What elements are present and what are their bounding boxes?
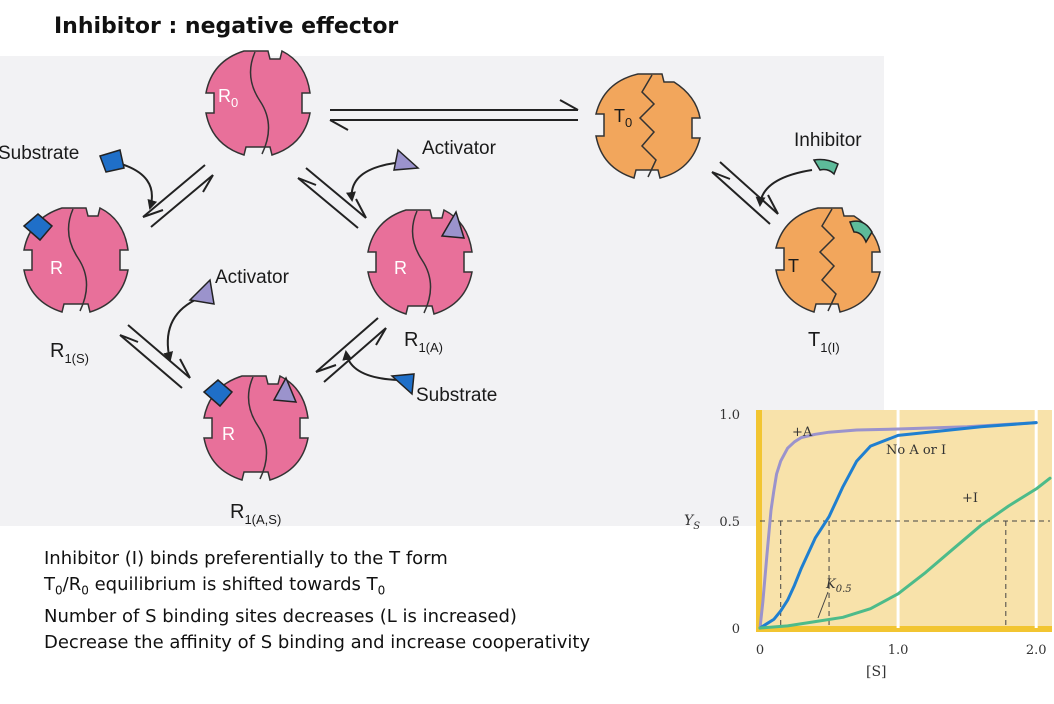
x-axis-label: [S] <box>866 664 887 680</box>
bound-activator-icon <box>272 376 298 403</box>
bullet-item: Number of S binding sites decreases (L i… <box>44 605 517 627</box>
substrate-binding-arrow-1 <box>117 162 158 210</box>
bullet-item: T0/R0 equilibrium is shifted towards T0 <box>44 574 386 598</box>
x-axis-bar <box>756 626 1052 632</box>
equilibrium-r1a-r1as <box>315 317 387 383</box>
label-r1as: R1(A,S) <box>230 501 281 527</box>
svg-text:R: R <box>394 258 407 278</box>
equilibrium-r0-r1s <box>142 164 214 228</box>
y-tick-label-0: 0 <box>732 622 740 637</box>
x-tick-label-2: 2.0 <box>1026 643 1047 658</box>
free-substrate-icon-2 <box>390 373 415 396</box>
free-activator-icon-1 <box>393 148 420 171</box>
molecule-t0: T0 <box>595 73 701 179</box>
svg-text:R0: R0 <box>218 86 238 110</box>
molecule-t1i: T <box>775 207 881 313</box>
series-line-0 <box>758 421 1038 630</box>
series-label-plus-i: +I <box>962 491 978 506</box>
equilibrium-r0-t0 <box>329 99 579 131</box>
y-tick-label-2: 1.0 <box>719 408 740 423</box>
free-activator-icon-2 <box>188 278 215 305</box>
bullet-item: Inhibitor (I) binds preferentially to th… <box>44 548 448 569</box>
inhibitor-label: Inhibitor <box>794 130 862 151</box>
x-tick-label-0: 0 <box>756 643 764 658</box>
series-line-1 <box>758 421 1038 630</box>
svg-text:R: R <box>222 424 235 444</box>
x-tick-label-1: 1.0 <box>888 643 909 658</box>
bound-substrate-icon <box>22 213 54 242</box>
k05-pointer <box>817 591 829 619</box>
bound-inhibitor-icon <box>848 220 873 244</box>
substrate-label-1: Substrate <box>0 143 79 164</box>
bullet-list: Inhibitor (I) binds preferentially to th… <box>44 546 590 656</box>
molecule-r1a: R <box>367 208 473 315</box>
svg-text:T: T <box>788 256 799 276</box>
svg-text:R: R <box>50 258 63 278</box>
free-inhibitor-icon <box>812 158 839 176</box>
substrate-label-2: Substrate <box>416 385 497 406</box>
k05-label: K0.5 <box>825 577 852 595</box>
saturation-chart: 0 1.0 2.0 0 0.5 1.0 YS [S] +A No A or I +I K0… <box>684 408 1052 680</box>
molecule-r1as: R <box>202 374 309 481</box>
grid-lines <box>896 410 1038 628</box>
activator-label-1: Activator <box>422 138 497 159</box>
series-line-2 <box>758 476 1052 630</box>
bullet-item: Decrease the affinity of S binding and i… <box>44 631 591 653</box>
activator-binding-arrow-2 <box>163 299 196 362</box>
series-label-no-a-or-i: No A or I <box>886 443 946 458</box>
equilibrium-r1s-r1as <box>119 324 191 389</box>
label-t1i: T1(I) <box>808 329 840 355</box>
substrate-binding-arrow-2 <box>342 350 399 381</box>
activator-label-2: Activator <box>215 267 290 288</box>
y-axis-label: YS <box>684 513 700 532</box>
equilibrium-t0-t1i <box>711 161 779 225</box>
tick-labels: 0 1.0 2.0 0 0.5 1.0 <box>719 408 1046 658</box>
bound-substrate-icon <box>202 379 234 408</box>
bound-activator-icon <box>440 210 466 239</box>
y-tick-label-1: 0.5 <box>719 515 740 530</box>
inhibitor-binding-arrow <box>755 169 813 207</box>
molecule-r1s: R <box>22 206 129 313</box>
slide-title: Inhibitor : negative effector <box>54 14 399 39</box>
activator-binding-arrow-1 <box>345 162 396 202</box>
molecule-r0: R0 <box>205 49 311 156</box>
equilibrium-r0-r1a <box>297 167 367 229</box>
series-group <box>758 421 1052 630</box>
free-substrate-icon-1 <box>99 149 125 173</box>
label-r1a: R1(A) <box>404 329 443 355</box>
half-saturation-guides <box>760 520 1050 628</box>
y-axis-bar <box>756 410 762 632</box>
label-r1s: R1(S) <box>50 340 89 366</box>
svg-text:T0: T0 <box>614 106 632 130</box>
series-label-plus-a: +A <box>792 425 813 440</box>
